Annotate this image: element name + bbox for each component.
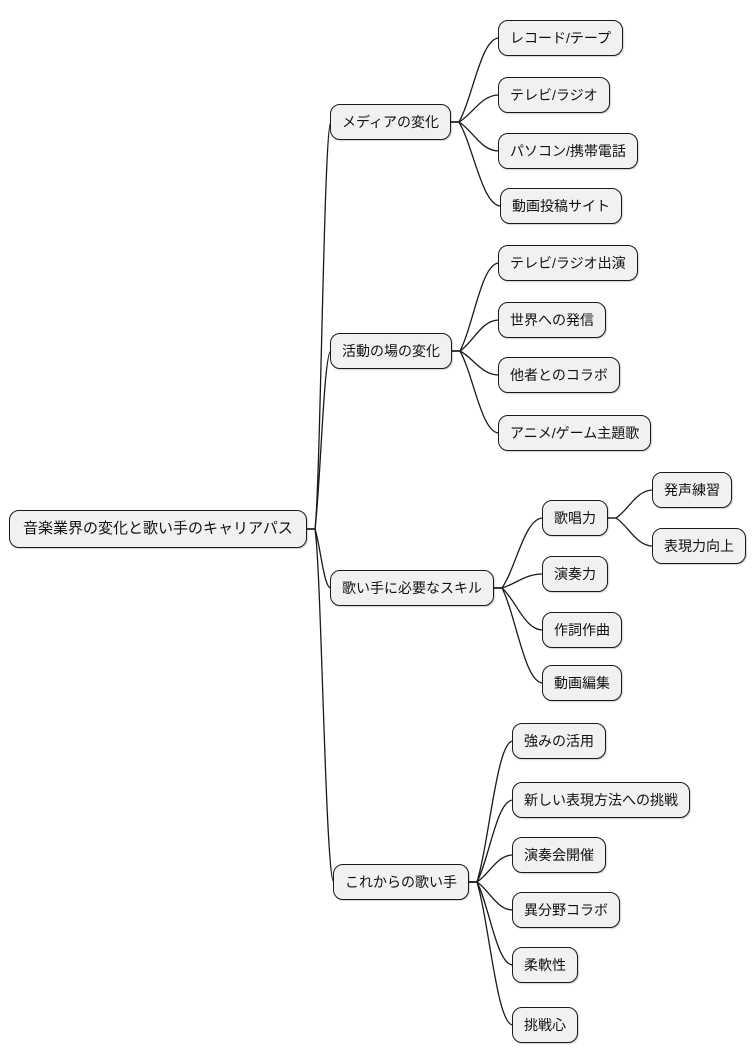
mindmap-node-label-leverage-strengths: 強みの活用 bbox=[524, 733, 594, 749]
mindmap-node-challenge-spirit[interactable]: 挑戦心 bbox=[512, 1007, 578, 1043]
mindmap-node-media-changes[interactable]: メディアの変化 bbox=[330, 104, 452, 140]
edge-future-singers-hold-concerts bbox=[468, 854, 514, 883]
mindmap-node-singer-skills[interactable]: 歌い手に必要なスキル bbox=[330, 570, 494, 606]
mindmap-node-label-video-editing: 動画編集 bbox=[554, 675, 610, 691]
mindmap-node-hold-concerts[interactable]: 演奏会開催 bbox=[512, 837, 606, 873]
edge-singer-skills-video-editing bbox=[493, 587, 544, 684]
edge-singer-skills-instrumental-skill bbox=[493, 573, 544, 589]
mindmap-node-songwriting[interactable]: 作詞作曲 bbox=[542, 612, 622, 648]
mindmap-node-label-instrumental-skill: 演奏力 bbox=[554, 566, 596, 582]
mindmap-node-anime-game-themes[interactable]: アニメ/ゲーム主題歌 bbox=[498, 415, 652, 451]
mindmap-node-activity-changes[interactable]: 活動の場の変化 bbox=[330, 333, 452, 369]
mindmap-node-label-vocal-practice: 発声練習 bbox=[664, 482, 720, 498]
mindmap-node-pc-mobile-phone[interactable]: パソコン/携帯電話 bbox=[498, 133, 638, 169]
mindmap-node-tv-radio[interactable]: テレビ/ラジオ bbox=[498, 77, 610, 113]
mindmap-node-video-editing[interactable]: 動画編集 bbox=[542, 665, 622, 701]
mindmap-node-label-tv-radio-appearance: テレビ/ラジオ出演 bbox=[510, 255, 626, 271]
mindmap-node-records-tapes[interactable]: レコード/テープ bbox=[498, 20, 624, 56]
mindmap-node-collab-with-others[interactable]: 他者とのコラボ bbox=[498, 357, 620, 393]
mindmap-node-label-pc-mobile-phone: パソコン/携帯電話 bbox=[510, 143, 626, 159]
edge-singer-skills-songwriting bbox=[493, 587, 544, 631]
mindmap-node-label-records-tapes: レコード/テープ bbox=[510, 30, 612, 46]
mindmap-node-label-expressiveness-up: 表現力向上 bbox=[664, 538, 734, 554]
mindmap-node-new-expression[interactable]: 新しい表現方法への挑戦 bbox=[512, 782, 690, 818]
mindmap-node-label-songwriting: 作詞作曲 bbox=[554, 622, 610, 638]
edge-future-singers-cross-field-collab bbox=[468, 881, 514, 911]
mindmap-node-singing-ability[interactable]: 歌唱力 bbox=[542, 500, 608, 536]
mindmap-node-label-activity-changes: 活動の場の変化 bbox=[342, 343, 440, 359]
mindmap-node-video-posting-sites[interactable]: 動画投稿サイト bbox=[500, 188, 622, 224]
edge-singing-ability-vocal-practice bbox=[607, 489, 654, 519]
mindmap-node-flexibility[interactable]: 柔軟性 bbox=[512, 947, 578, 983]
mindmap-node-leverage-strengths[interactable]: 強みの活用 bbox=[512, 723, 606, 759]
mindmap-node-label-media-changes: メディアの変化 bbox=[342, 114, 440, 130]
mindmap-node-future-singers[interactable]: これからの歌い手 bbox=[333, 864, 469, 900]
edge-singing-ability-expressiveness-up bbox=[607, 517, 654, 547]
mindmap-node-label-challenge-spirit: 挑戦心 bbox=[524, 1017, 566, 1033]
mindmap-node-global-broadcast[interactable]: 世界への発信 bbox=[498, 302, 606, 338]
mindmap-node-label-video-posting-sites: 動画投稿サイト bbox=[512, 198, 610, 214]
mindmap-node-label-collab-with-others: 他者とのコラボ bbox=[510, 367, 608, 383]
mindmap-node-label-global-broadcast: 世界への発信 bbox=[510, 312, 594, 328]
edge-activity-changes-global-broadcast bbox=[451, 319, 500, 352]
mindmap-node-label-flexibility: 柔軟性 bbox=[524, 957, 566, 973]
mindmap-node-label-singer-skills: 歌い手に必要なスキル bbox=[342, 580, 482, 596]
mindmap-node-cross-field-collab[interactable]: 異分野コラボ bbox=[512, 892, 620, 928]
mindmap-node-label-cross-field-collab: 異分野コラボ bbox=[524, 902, 608, 918]
edge-activity-changes-tv-radio-appearance bbox=[451, 262, 500, 352]
edge-root-future-singers bbox=[306, 528, 335, 883]
mindmap-node-label-anime-game-themes: アニメ/ゲーム主題歌 bbox=[510, 425, 640, 441]
mindmap-node-expressiveness-up[interactable]: 表現力向上 bbox=[652, 528, 746, 564]
mindmap-node-label-tv-radio: テレビ/ラジオ bbox=[510, 87, 598, 103]
edge-future-singers-new-expression bbox=[468, 799, 514, 883]
mindmap-node-instrumental-skill[interactable]: 演奏力 bbox=[542, 556, 608, 592]
edge-future-singers-challenge-spirit bbox=[468, 881, 514, 1026]
edge-root-activity-changes bbox=[306, 350, 332, 530]
edge-media-changes-records-tapes bbox=[450, 37, 500, 123]
mindmap-node-root[interactable]: 音楽業界の変化と歌い手のキャリアパス bbox=[9, 510, 307, 548]
edge-media-changes-pc-mobile-phone bbox=[450, 121, 500, 152]
mindmap-node-label-hold-concerts: 演奏会開催 bbox=[524, 847, 594, 863]
edge-activity-changes-collab-with-others bbox=[451, 350, 500, 376]
edge-activity-changes-anime-game-themes bbox=[451, 350, 500, 434]
mindmap-node-label-new-expression: 新しい表現方法への挑戦 bbox=[524, 792, 678, 808]
mindmap-node-label-future-singers: これからの歌い手 bbox=[345, 874, 457, 890]
mindmap-node-label-root: 音楽業界の変化と歌い手のキャリアパス bbox=[23, 520, 293, 537]
edge-root-media-changes bbox=[306, 121, 332, 530]
edge-singer-skills-singing-ability bbox=[493, 517, 544, 589]
mindmap-node-tv-radio-appearance[interactable]: テレビ/ラジオ出演 bbox=[498, 245, 638, 281]
edge-media-changes-tv-radio bbox=[450, 94, 500, 123]
edge-media-changes-video-posting-sites bbox=[450, 121, 502, 207]
mindmap-node-label-singing-ability: 歌唱力 bbox=[554, 510, 596, 526]
edge-future-singers-leverage-strengths bbox=[468, 740, 514, 883]
mindmap-node-vocal-practice[interactable]: 発声練習 bbox=[652, 472, 732, 508]
